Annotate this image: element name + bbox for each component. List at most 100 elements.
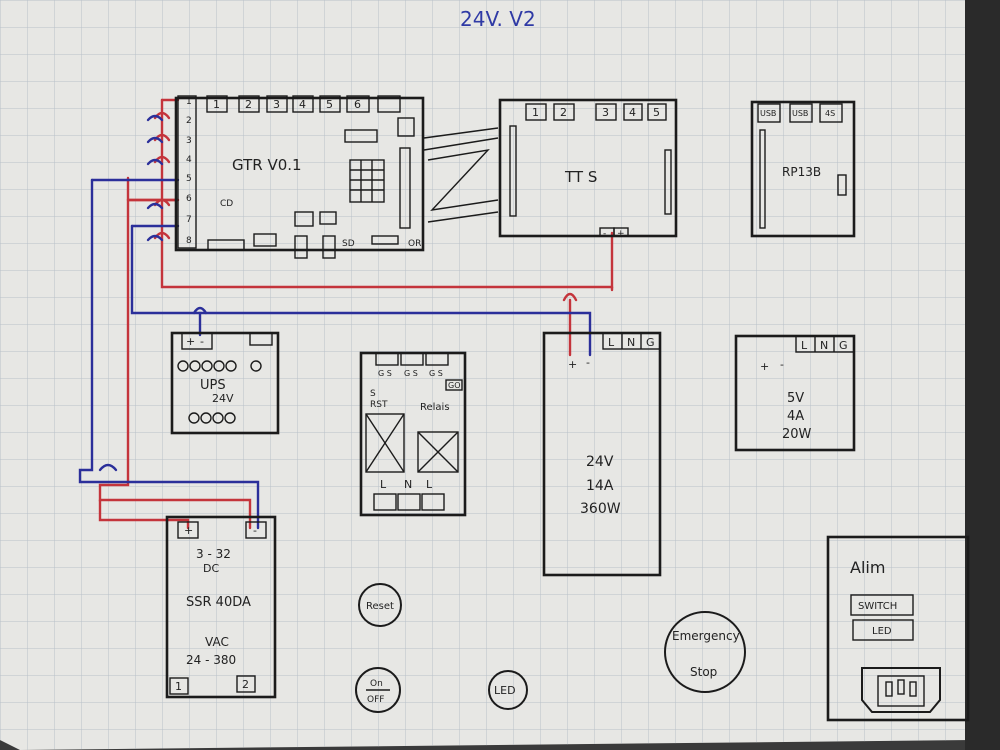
alim-title: Alim (850, 558, 885, 577)
relais-side-label: S (370, 389, 376, 399)
ssr-module: + - 3 - 32 DC SSR 40DA VAC 24 - 380 1 2 (165, 515, 277, 699)
ssr-terminal-2: 2 (242, 678, 249, 691)
gtr-board: 1 2 3 4 5 6 GTR V0.1 CD SD OR (174, 95, 425, 259)
iec-socket (861, 667, 941, 713)
psu5-terminal-l: L (801, 339, 808, 352)
relais-top-label: G S (378, 369, 392, 378)
terminal-number: 2 (186, 116, 192, 126)
wires (78, 98, 614, 530)
psu24-terminal-minus: - (586, 356, 590, 369)
alim-switch-label: SWITCH (858, 601, 897, 612)
psu5-terminal-n: N (820, 339, 828, 352)
ssr-vac-range: 24 - 380 (186, 653, 236, 667)
estop-label-1: Emergency (672, 629, 740, 643)
gtr-connector-label: 1 (213, 98, 220, 111)
dark-edge (965, 0, 1000, 750)
psu5-current: 4A (787, 409, 804, 424)
terminal-number: 5 (186, 174, 192, 184)
gtr-connector-label: 2 (245, 98, 252, 111)
ssr-model: SSR 40DA (186, 595, 251, 610)
psu24-terminal-l: L (608, 336, 615, 349)
relais-top-label: G S (429, 369, 443, 378)
terminal-number: 3 (186, 136, 192, 146)
diagram-title: 24V. V2 (460, 7, 536, 31)
reset-button-label: Reset (366, 601, 394, 612)
relais-top-label: G S (404, 369, 418, 378)
estop-label-2: Stop (690, 665, 717, 679)
psu5-terminal-minus: - (780, 358, 784, 371)
alim-led-label: LED (872, 626, 892, 637)
emergency-stop: Emergency Stop (664, 611, 746, 693)
ssr-terminal-minus: - (253, 524, 257, 537)
psu5-terminal-g: G (839, 339, 848, 352)
gtr-connector-label: 5 (326, 98, 333, 111)
relais-bottom-label: L (426, 478, 433, 491)
tmc-connector-label: 2 (560, 106, 567, 119)
gtr-or-label: OR (408, 239, 421, 249)
gtr-chip (349, 159, 385, 203)
relais-bottom-label: N (404, 478, 412, 491)
psu24-current: 14A (586, 478, 614, 494)
psu24-power: 360W (580, 501, 621, 517)
terminal-strip: 1 2 3 4 5 6 7 8 (177, 95, 197, 249)
ups-voltage: 24V (212, 392, 234, 405)
tmc-board: 1 2 3 4 5 TT S - + (498, 98, 678, 239)
psu24-voltage: 24V (586, 454, 614, 470)
relais-side-label: RST (370, 400, 388, 410)
tmc-terminal-label: - (603, 229, 606, 239)
terminal-number: 4 (186, 155, 192, 165)
gtr-connector-label: 4 (299, 98, 306, 111)
gtr-label: GTR V0.1 (232, 156, 302, 174)
psu24-terminal-n: N (627, 336, 635, 349)
tmc-connector-label: 4 (629, 106, 636, 119)
ribbon-cable (423, 127, 499, 223)
ups-label: UPS (200, 378, 226, 393)
gtr-cd-label: CD (220, 199, 233, 209)
tmc-connector-label: 5 (653, 106, 660, 119)
psu-24v: + - L N G 24V 14A 360W (542, 331, 662, 577)
ups-module: + - UPS 24V (170, 331, 280, 435)
psu5-power: 20W (782, 427, 812, 442)
psu24-terminal-plus: + (568, 358, 577, 371)
alim-module: Alim SWITCH LED (826, 535, 970, 722)
reset-button: Reset (358, 583, 402, 627)
gtr-connector-label: 3 (273, 98, 280, 111)
relais-corner-label: GO (448, 381, 461, 390)
psu-5v: + - L N G 5V 4A 20W (734, 334, 856, 452)
psu5-voltage: 5V (787, 391, 804, 406)
on-label: On (370, 679, 383, 689)
ssr-terminal-plus: + (184, 524, 193, 537)
gtr-connector-label: 6 (354, 98, 361, 111)
tmc-connector-label: 3 (602, 106, 609, 119)
terminal-number: 8 (186, 236, 192, 246)
ssr-dc-range: 3 - 32 (196, 547, 231, 561)
relais-bottom-label: L (380, 478, 387, 491)
tmc-connector-label: 1 (532, 106, 539, 119)
rpi-port-label: USB (760, 109, 776, 118)
relais-module: G S G S G S GO S RST Relais L N L (359, 351, 467, 517)
ups-terminal-minus: - (200, 335, 204, 348)
gtr-connectors: 1 2 3 4 5 6 (206, 95, 401, 113)
rpi-label: RP13B (782, 165, 821, 179)
rpi-board: USB USB 4S RP13B (750, 100, 856, 238)
led-label: LED (494, 684, 516, 697)
on-off-button: On OFF (355, 667, 401, 713)
ups-terminal-plus: + (186, 335, 195, 348)
relais-label: Relais (420, 402, 450, 413)
rpi-port-label: 4S (825, 109, 835, 118)
grid-lines (0, 0, 972, 750)
red-wire-24v-tmc (160, 98, 614, 289)
rpi-port-label: USB (792, 109, 808, 118)
blue-wire-ssr (78, 178, 260, 530)
gtr-sd-label: SD (342, 239, 355, 249)
terminal-number: 7 (186, 215, 192, 225)
psu24-terminal-g: G (646, 336, 655, 349)
red-wire-ssr-neg (98, 176, 252, 530)
off-label: OFF (367, 695, 384, 705)
ssr-dc-unit: DC (203, 562, 219, 575)
ssr-terminal-1: 1 (175, 680, 182, 693)
psu5-terminal-plus: + (760, 360, 769, 373)
ssr-vac: VAC (205, 635, 229, 649)
terminal-number: 1 (186, 97, 192, 107)
